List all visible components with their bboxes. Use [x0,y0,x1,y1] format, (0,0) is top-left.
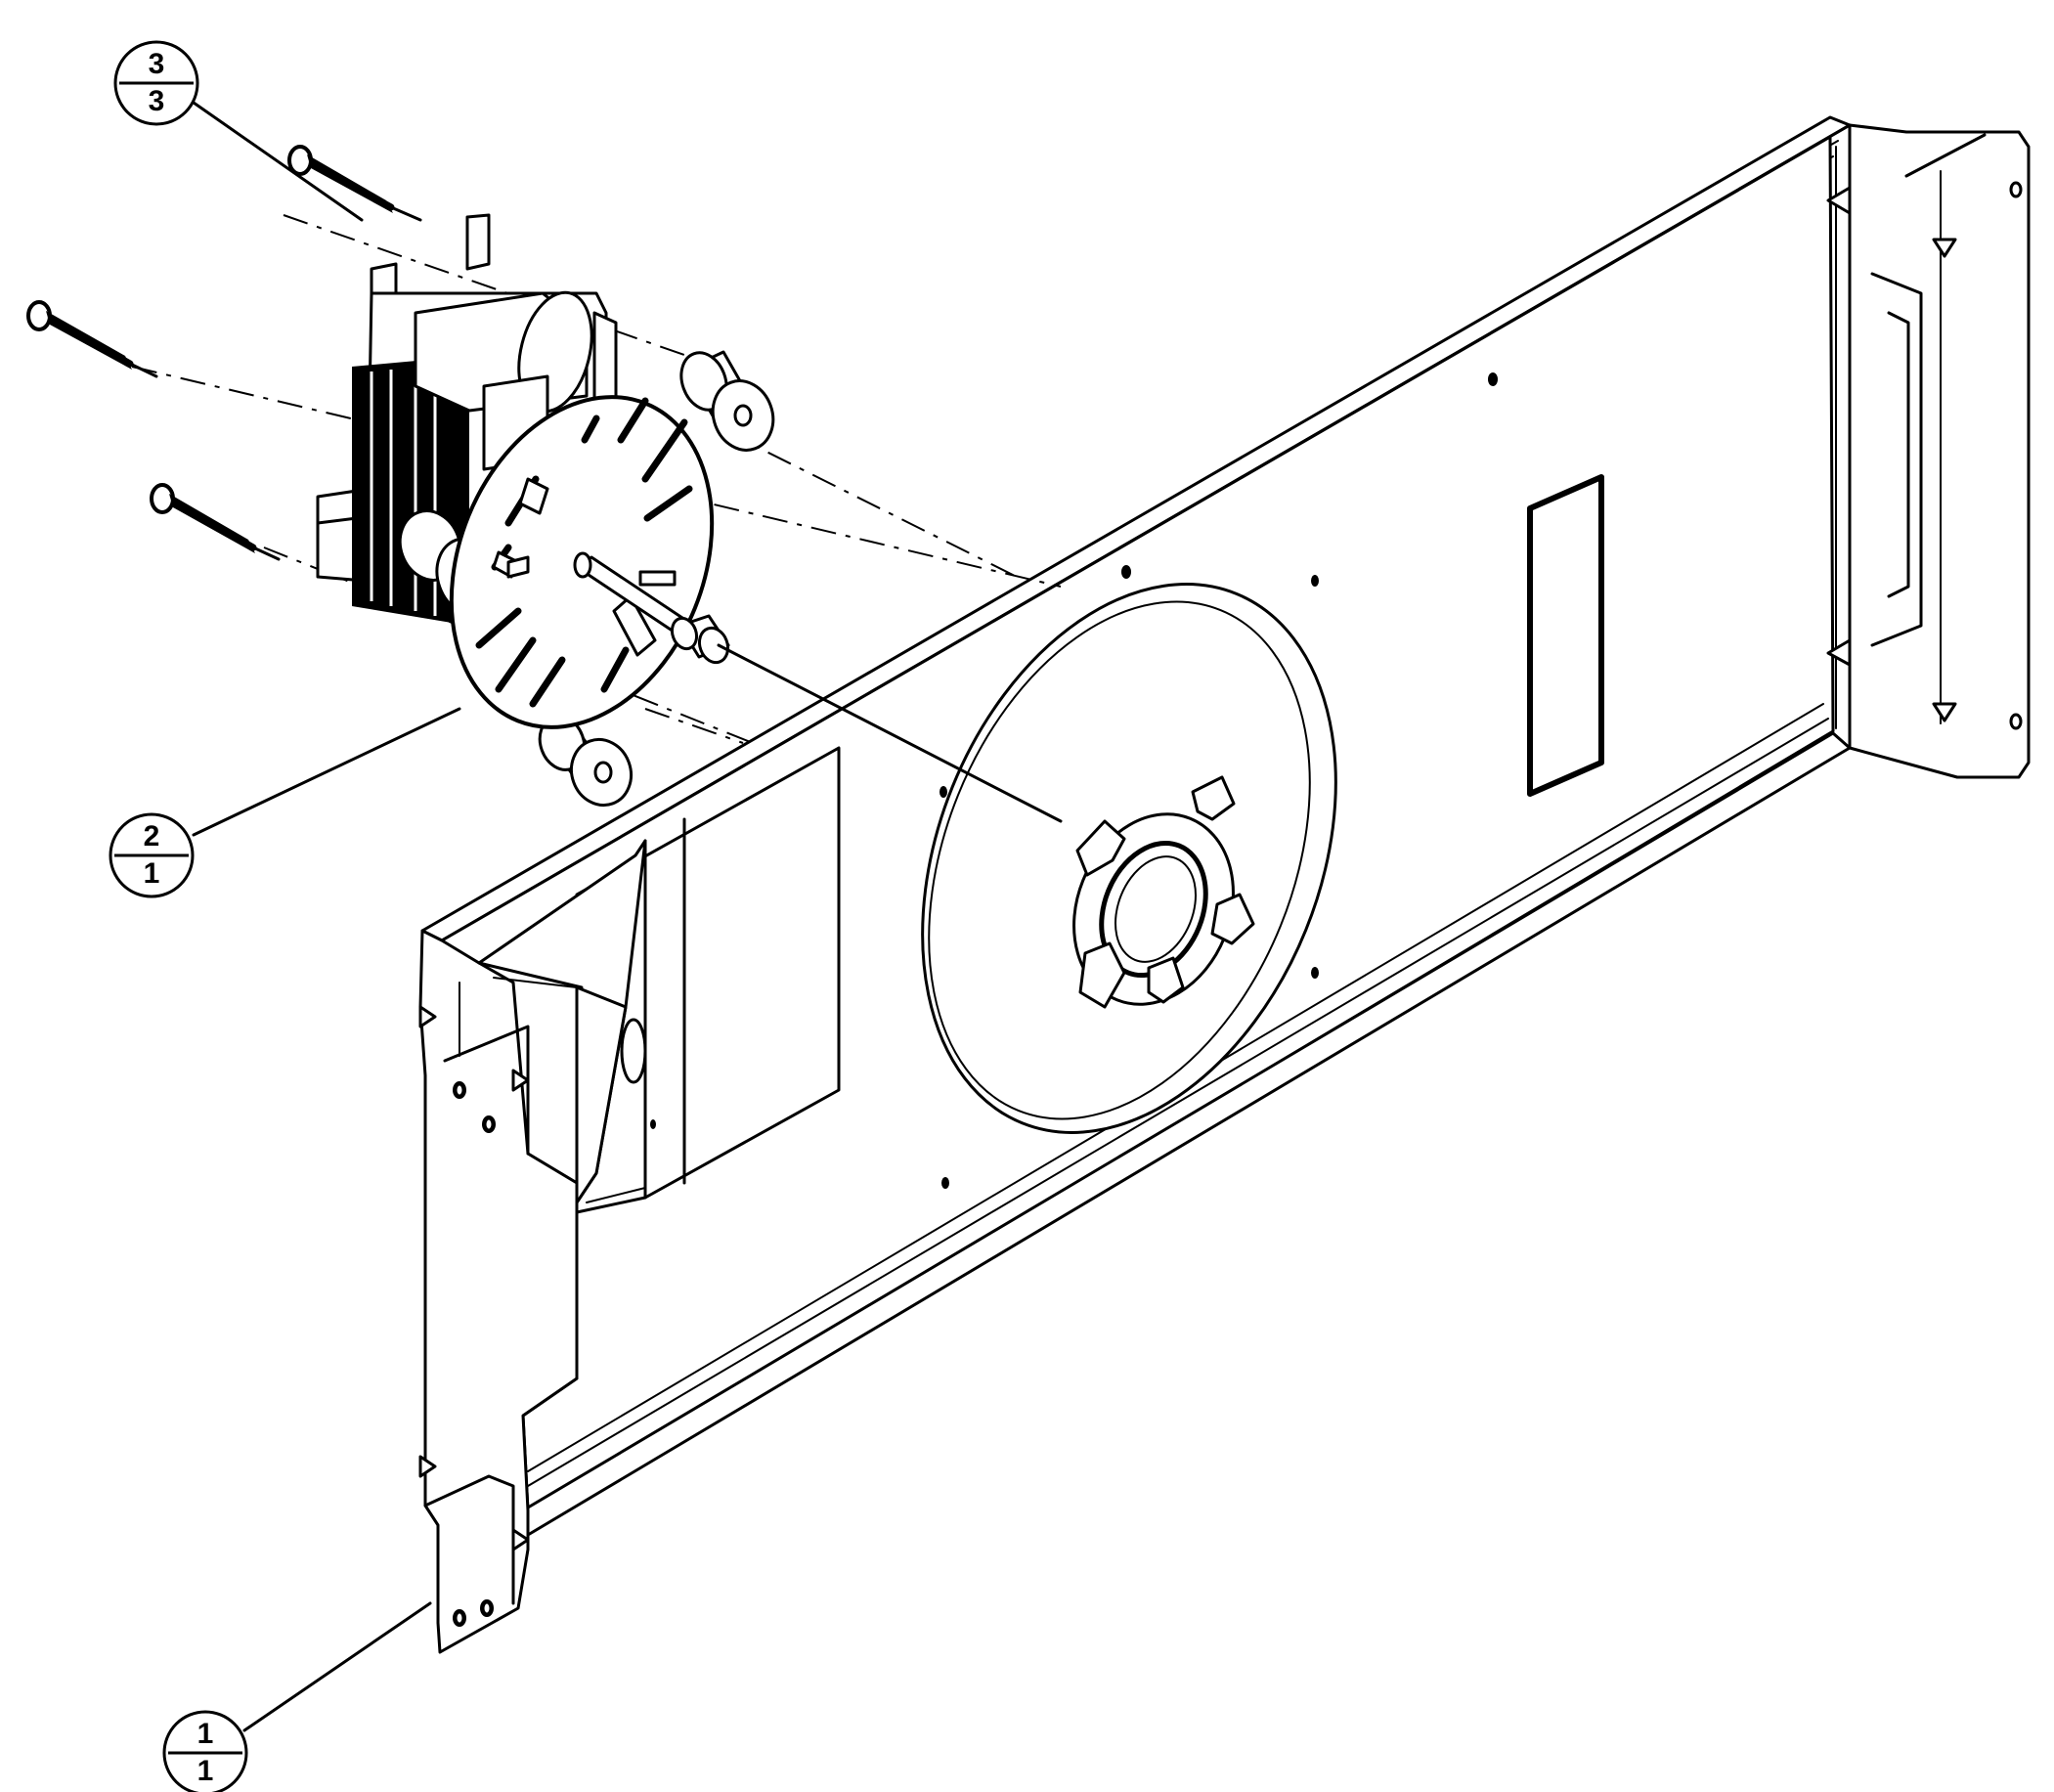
motor-assembly [316,213,775,808]
motor-standoff-bottom [538,715,633,808]
screw-top [287,145,422,222]
balloon-item-1: 1 1 [162,1710,248,1792]
flange-hole [620,1018,647,1084]
plate-slot-window [1527,474,1604,797]
mounting-plate [418,115,2031,1654]
upright-notch-1 [418,1005,437,1028]
screw-group [26,145,422,561]
balloon-item-3-number: 3 [149,48,165,80]
balloon-item-3: 3 3 [113,40,199,126]
leader-item-1 [242,1601,432,1732]
balloon-item-1-number: 1 [197,1718,214,1750]
screw-bottom [150,483,281,561]
motor-tab-top [465,213,491,271]
disc-hub [1072,775,1255,1009]
leader-item-3 [192,101,364,222]
upright-notch-3 [418,1455,437,1478]
upright-notch-4 [511,1528,530,1552]
plate-right-ear [1848,123,2031,779]
ear-notch-2 [1932,238,1957,258]
ear-hole-top [2009,181,2023,198]
balloon-item-2: 2 1 [109,812,195,898]
leader-item-2 [192,707,461,837]
motor-shaft [573,551,730,665]
ear-notch-1 [1826,186,1852,215]
screw-middle [26,300,158,378]
balloon-item-1-qty: 1 [197,1755,214,1787]
balloon-item-3-qty: 3 [149,85,165,117]
leader-item-2-to-disc [717,643,1063,823]
balloon-item-2-qty: 1 [144,857,160,890]
leader-lines [192,101,1063,1732]
ear-notch-4 [1932,702,1957,722]
motor-standoff-top [679,350,775,452]
balloon-item-2-number: 2 [144,820,160,852]
ear-notch-3 [1826,638,1852,667]
ear-hole-bottom [2009,713,2023,730]
upright-notch-2 [511,1069,530,1092]
